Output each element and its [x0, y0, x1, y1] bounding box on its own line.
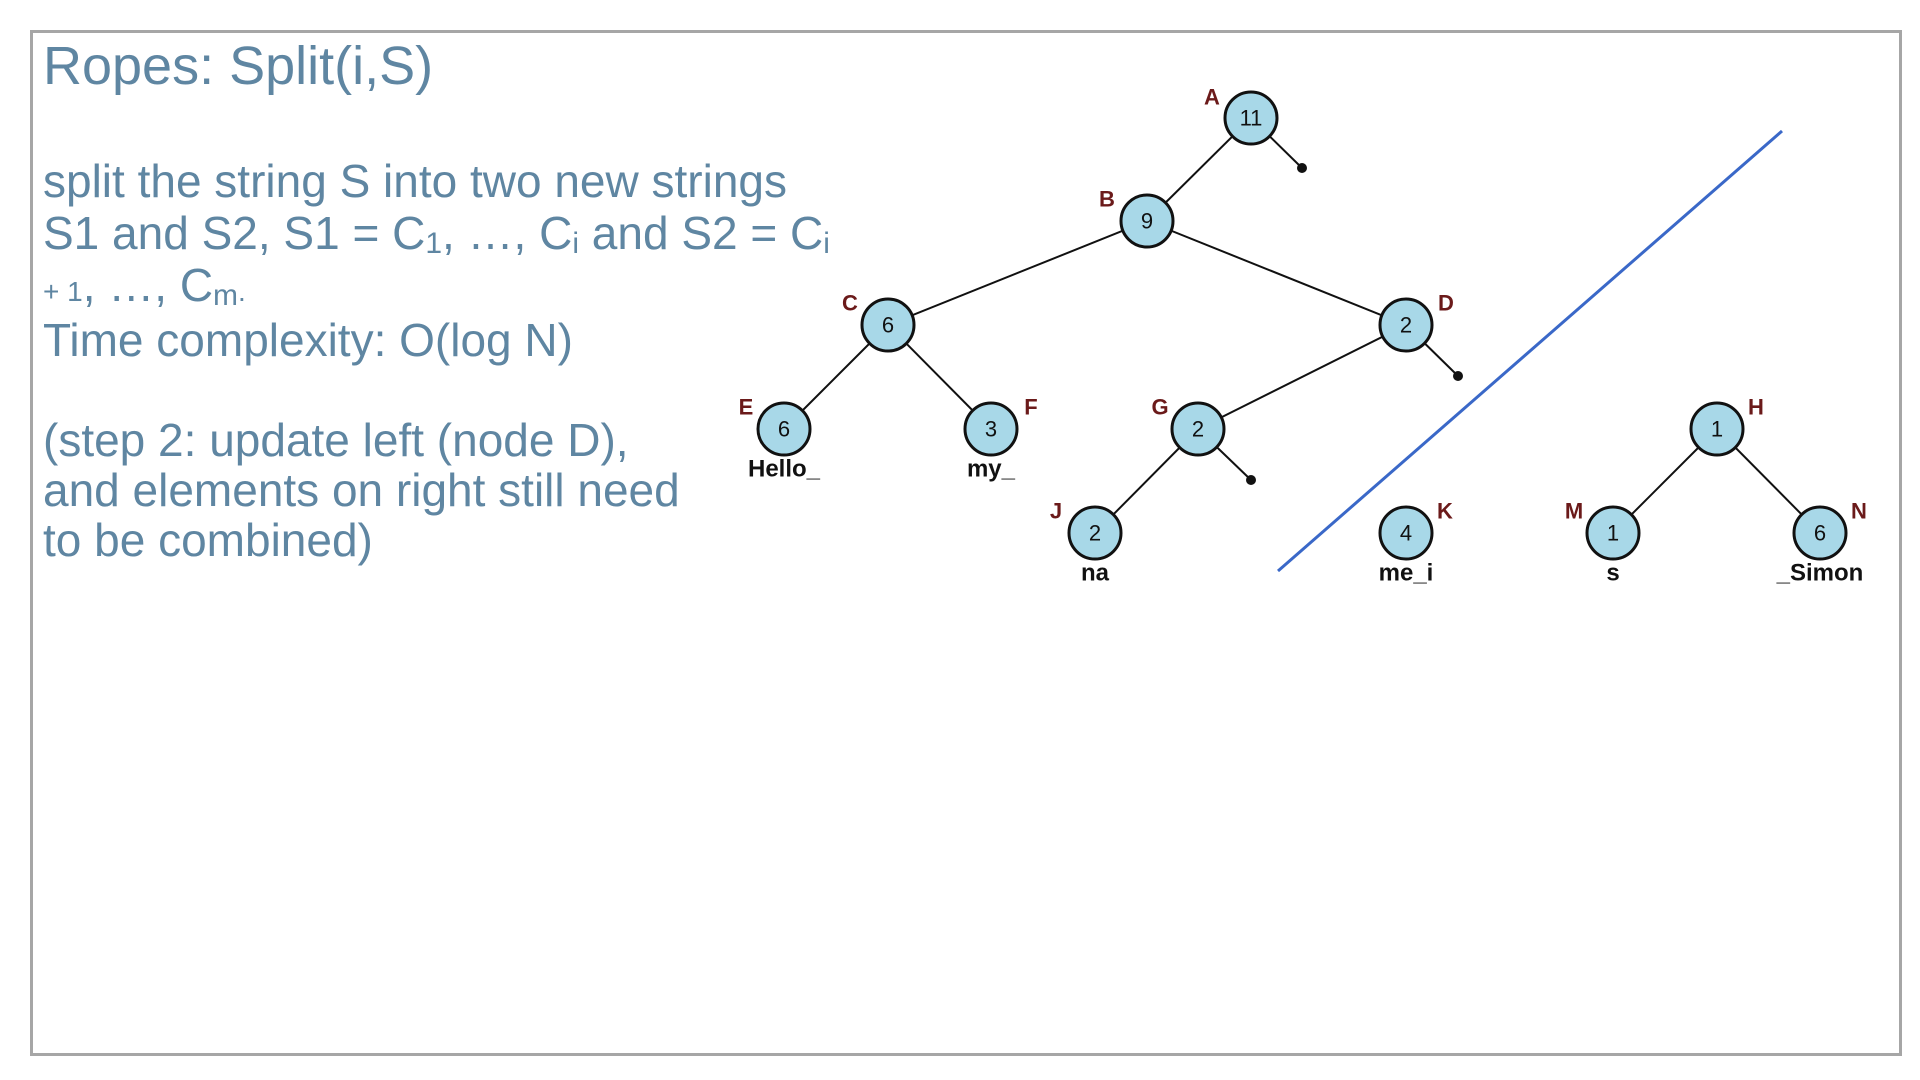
node-weight: 9	[1141, 209, 1153, 234]
node-letter: G	[1151, 395, 1168, 420]
description-line-2: S1 and S2, S1 = C1, …, Ci and S2 = Ci	[43, 207, 883, 259]
tree-node-c: 6C	[842, 291, 916, 353]
node-letter: D	[1438, 291, 1454, 316]
node-weight: 2	[1089, 521, 1101, 546]
step-note: (step 2: update left (node D), and eleme…	[43, 415, 680, 565]
tree-node-e: 6E Hello_	[739, 395, 821, 483]
node-weight: 6	[778, 417, 790, 442]
null-pointer-dot	[1297, 163, 1307, 173]
tree-node-m: 1Ms	[1565, 499, 1641, 587]
node-circle	[1585, 505, 1641, 561]
node-circle	[860, 297, 916, 353]
subscript: m	[213, 279, 239, 312]
slide-frame	[30, 30, 1902, 1056]
time-complexity: Time complexity: O(log N)	[43, 314, 573, 366]
edge-b-d	[1146, 220, 1407, 326]
node-letter: N	[1851, 499, 1867, 524]
description-line-1: split the string S into two new strings	[43, 155, 787, 207]
description-part: and S2 = C	[579, 207, 824, 259]
null-pointer-dot	[1246, 475, 1256, 485]
split-line	[1277, 129, 1783, 573]
node-letter: E	[739, 395, 754, 420]
node-letter: B	[1099, 187, 1115, 212]
node-letter: A	[1204, 85, 1220, 110]
node-circle	[756, 401, 812, 457]
slide-title: Ropes: Split(i,S)	[43, 36, 434, 96]
node-weight: 11	[1240, 106, 1263, 131]
node-letter: C	[842, 291, 858, 316]
description-part: S1 and S2, S1 = C	[43, 207, 426, 259]
node-weight: 6	[882, 313, 894, 338]
node-circle	[1119, 193, 1175, 249]
description-part: , …, C	[82, 259, 214, 311]
step-note-line-3: to be combined)	[43, 514, 373, 566]
node-letter: J	[1050, 499, 1062, 524]
node-weight: 1	[1711, 417, 1723, 442]
description-line-3: + 1, …, Cm.	[43, 259, 883, 318]
subscript: 1	[425, 227, 442, 260]
edges-layer	[783, 117, 1821, 534]
node-letter: K	[1437, 499, 1453, 524]
node-circle	[1170, 401, 1226, 457]
node-circle	[1223, 90, 1279, 146]
step-note-line-1: (step 2: update left (node D),	[43, 414, 629, 466]
node-weight: 2	[1400, 313, 1412, 338]
node-circle	[1378, 297, 1434, 353]
node-circle	[1689, 401, 1745, 457]
description-part: , …, C	[442, 207, 573, 259]
node-weight: 1	[1607, 521, 1619, 546]
tree-node-j: 2 Jna	[1050, 499, 1123, 587]
node-weight: 4	[1400, 521, 1412, 546]
leaf-string: s	[1606, 560, 1619, 587]
description-part: + 1	[43, 276, 83, 307]
tree-node-a: 11 A	[1204, 85, 1279, 146]
tree-node-n: 6N _Simon	[1776, 499, 1867, 587]
node-weight: 3	[985, 417, 997, 442]
tree-node-d: 2D	[1378, 291, 1454, 353]
tree-node-g: 2G	[1151, 395, 1226, 457]
split-description: split the string S into two new strings …	[43, 155, 883, 318]
leaf-string: Hello_	[748, 456, 821, 483]
tree-node-h: 1H	[1689, 395, 1764, 457]
edge-d-g	[1197, 324, 1407, 430]
node-circle	[963, 401, 1019, 457]
node-weight: 6	[1814, 521, 1826, 546]
leaf-string: me_i	[1379, 560, 1434, 587]
node-letter: M	[1565, 499, 1583, 524]
description-part: .	[238, 276, 246, 307]
leaf-string: na	[1081, 560, 1110, 587]
node-weight: 2	[1192, 417, 1204, 442]
node-circle	[1378, 505, 1434, 561]
node-circle	[1792, 505, 1848, 561]
node-letter: H	[1748, 395, 1764, 420]
tree-node-f: 3 Fmy_	[963, 395, 1038, 483]
tree-node-b: 9B	[1099, 187, 1175, 249]
subscript: i	[572, 227, 580, 260]
nodes-layer: 11A9B6C2D6EHello_3Fmy_2G2Jna4Kme_i1H1Ms6…	[739, 85, 1867, 587]
node-circle	[1067, 505, 1123, 561]
null-pointer-dot	[1453, 371, 1463, 381]
step-note-line-2: and elements on right still need	[43, 464, 680, 516]
edge-b-c	[887, 220, 1148, 326]
leaf-string: _Simon	[1776, 560, 1864, 587]
subscript: i	[823, 227, 830, 260]
node-letter: F	[1024, 395, 1037, 420]
leaf-string: my_	[967, 456, 1016, 483]
